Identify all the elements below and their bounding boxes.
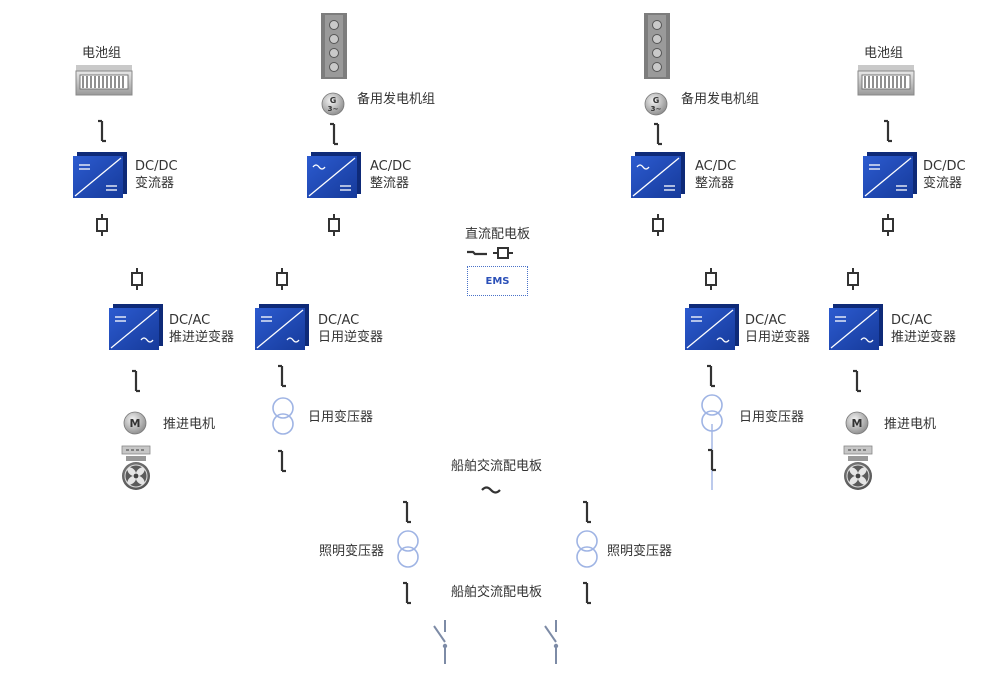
ems-box: EMS [467,266,528,296]
inverter-daily-right-label-1: DC/AC [745,313,787,328]
acdc-left-converter [306,151,362,199]
breaker-daily-tx-right [706,448,718,472]
motor-left-icon: M [123,411,147,435]
propeller-right-icon [843,445,873,490]
daily-transformer-left [272,397,294,435]
battery-left-icon [75,65,133,96]
dcdc-right-label-2: 变流器 [923,176,963,191]
fuse-dcdc-left [96,213,108,237]
motor-left-label: 推进电机 [163,417,216,432]
lighting-transformer-left-label: 照明变压器 [319,544,385,559]
svg-text:M: M [130,417,141,430]
dcdc-right-converter [862,151,918,199]
acdc-left-label-1: AC/DC [370,159,412,174]
generator-left-label: 备用发电机组 [357,92,436,107]
fuse-inv-daily-right [705,267,717,291]
dcdc-left-label-2: 变流器 [135,176,175,191]
breaker-daily-tx-left [276,449,288,473]
inverter-prop-right-label-1: DC/AC [891,313,933,328]
inverter-prop-right [828,303,884,351]
svg-text:M: M [852,417,863,430]
breaker-light-left-top [401,500,413,524]
acdc-right-converter [630,151,686,199]
acdc-right-label-1: AC/DC [695,159,737,174]
svg-text:G: G [330,96,337,105]
breaker-generator-right [652,122,664,146]
lighting-transformer-right [576,530,598,568]
fuse-dcdc-right [882,213,894,237]
propeller-left-icon [121,445,151,490]
svg-text:3~: 3~ [328,105,339,113]
fuse-acdc-right [652,213,664,237]
switch-right-icon [544,620,559,664]
lighting-transformer-left [397,530,419,568]
dcdc-left-converter [72,151,128,199]
breaker-inv-daily-left [276,364,288,388]
ac-board-top-label: 船舶交流配电板 [451,459,543,474]
fuse-inv-daily-left [276,267,288,291]
inverter-daily-left-label-2: 日用逆变器 [318,330,384,345]
fuse-inv-prop-right [847,267,859,291]
acdc-right-label-2: 整流器 [695,176,735,191]
inverter-daily-left-label-1: DC/AC [318,313,360,328]
motor-right-label: 推进电机 [884,417,937,432]
acdc-left-label-2: 整流器 [370,176,410,191]
breaker-generator-left [328,122,340,146]
ac-board-bottom-label: 船舶交流配电板 [451,585,543,600]
breaker-light-right-top [581,500,593,524]
inverter-prop-left-label-1: DC/AC [169,313,211,328]
svg-text:3~: 3~ [651,105,662,113]
generator-left-stack-icon [321,13,347,79]
breaker-light-left-bottom [401,581,413,605]
battery-right-icon [857,65,915,96]
fuse-acdc-left [328,213,340,237]
breaker-battery-right [882,119,894,143]
fuse-inv-prop-left [131,267,143,291]
inverter-prop-left-label-2: 推进逆变器 [169,330,235,345]
breaker-inv-prop-right [851,369,863,393]
daily-transformer-left-label: 日用变压器 [308,410,374,425]
dc-board-symbol [467,247,513,259]
inverter-prop-right-label-2: 推进逆变器 [891,330,957,345]
lighting-transformer-right-label: 照明变压器 [607,544,673,559]
dcdc-left-label-1: DC/DC [135,159,178,174]
inverter-daily-right-label-2: 日用逆变器 [745,330,811,345]
breaker-inv-daily-right [705,364,717,388]
dcdc-right-label-1: DC/DC [923,159,966,174]
switch-left-icon [433,620,448,664]
daily-transformer-right-label: 日用变压器 [739,410,805,425]
dc-board-label: 直流配电板 [465,227,531,242]
motor-right-icon: M [845,411,869,435]
inverter-daily-right [684,303,740,351]
svg-text:G: G [653,96,660,105]
generator-right-stack-icon [644,13,670,79]
generator-right-label: 备用发电机组 [681,92,760,107]
battery-left-label: 电池组 [82,46,122,61]
generator-right-icon: G3~ [644,92,668,116]
breaker-inv-prop-left [130,369,142,393]
ac-board-top-symbol [481,486,501,494]
inverter-prop-left [108,303,164,351]
breaker-battery-left [96,119,108,143]
generator-left-icon: G3~ [321,92,345,116]
inverter-daily-left [254,303,310,351]
breaker-light-right-bottom [581,581,593,605]
battery-right-label: 电池组 [864,46,904,61]
